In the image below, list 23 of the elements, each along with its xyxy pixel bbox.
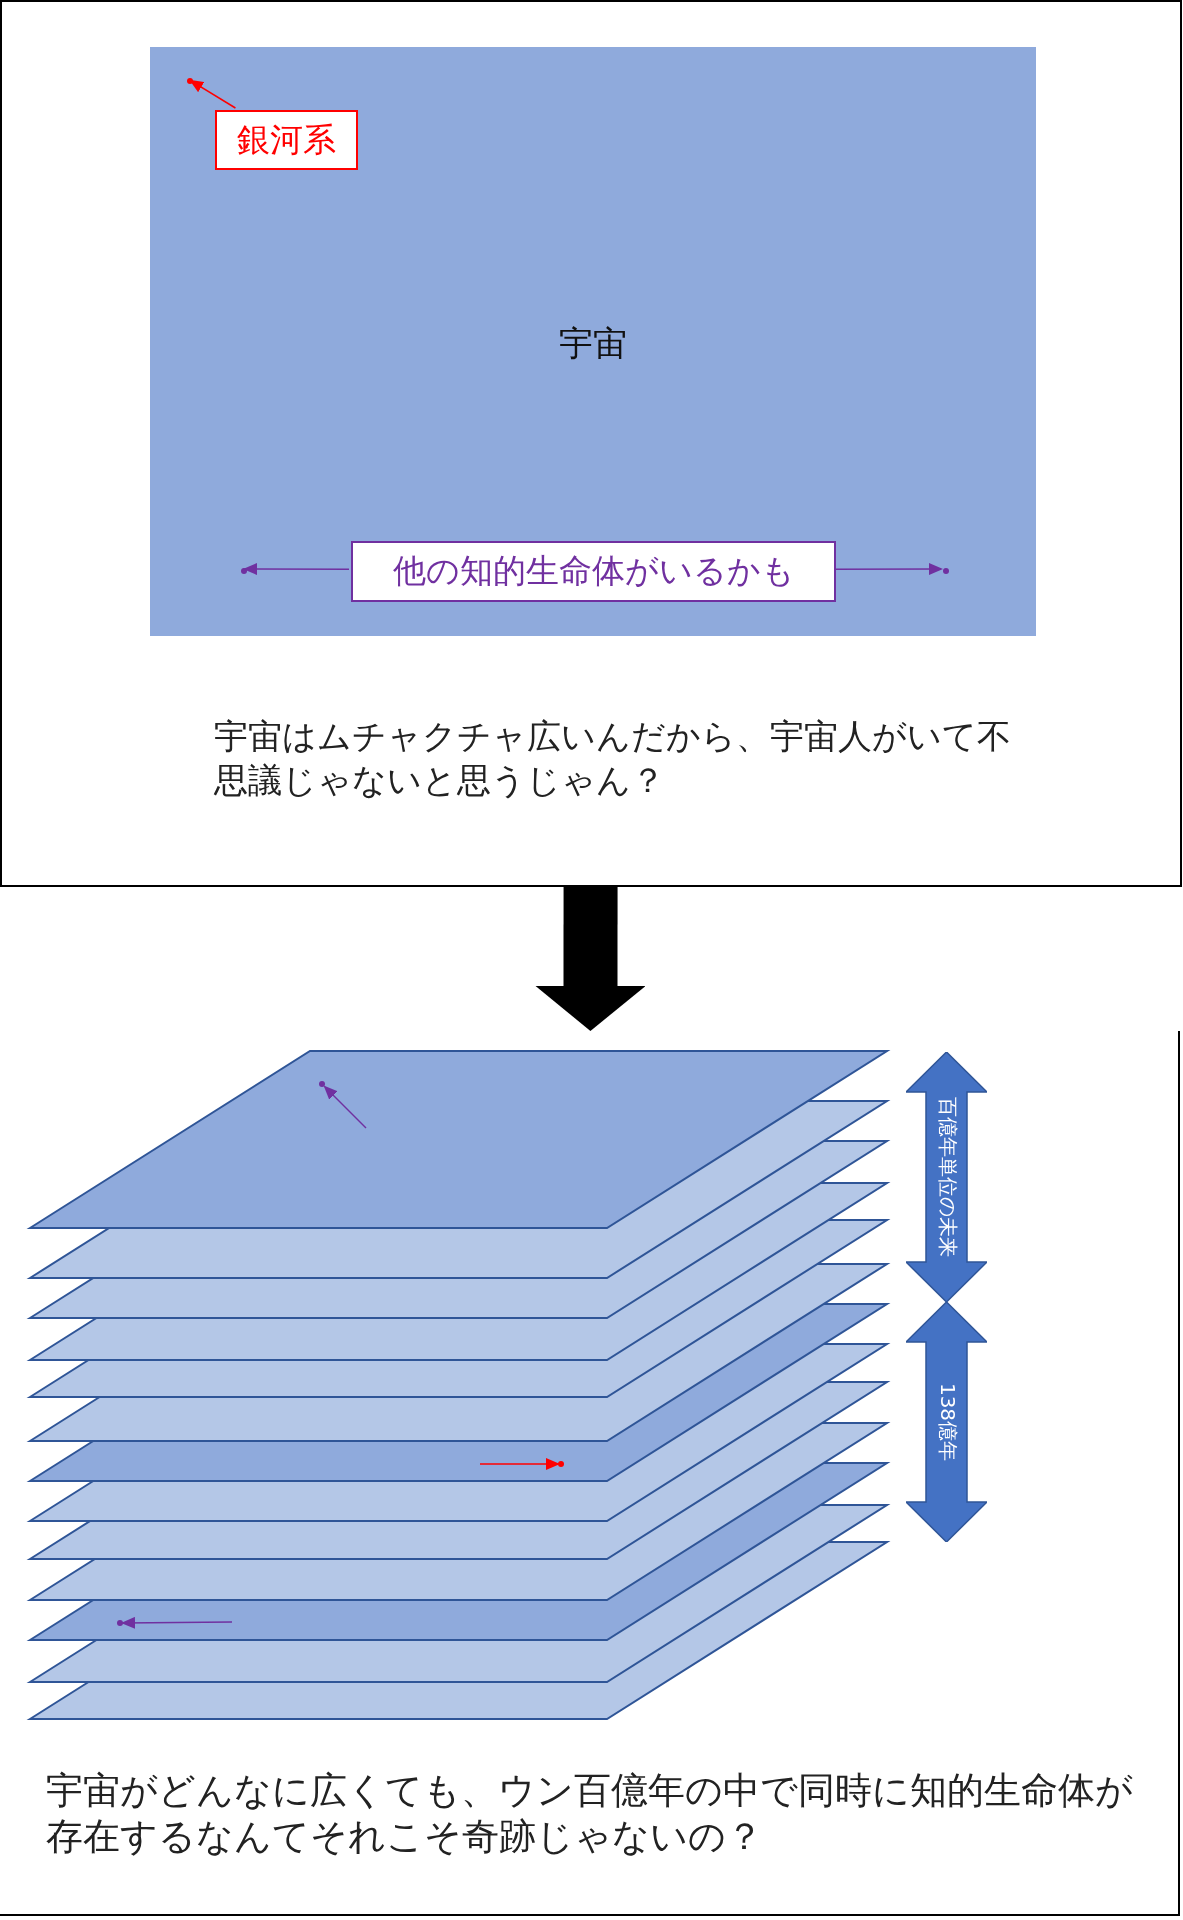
- arrow: [833, 563, 943, 575]
- arrow: [121, 1616, 233, 1629]
- down-arrow: [535, 887, 646, 1031]
- arrow: [243, 563, 350, 575]
- time-span-label: 百億年単位の未来: [934, 1097, 960, 1257]
- caption-text: 宇宙がどんなに広くても、ウン百億年の中で同時に知的生命体が存在するなんてそれこそ奇跡じゃないの？: [46, 1768, 1134, 1861]
- dot: [558, 1461, 564, 1467]
- top-panel: [0, 0, 1182, 887]
- universe-label: 宇宙: [558, 322, 628, 365]
- label-box: 銀河系: [215, 110, 358, 170]
- arrow: [189, 79, 237, 109]
- dot: [187, 78, 193, 84]
- arrow: [479, 1458, 560, 1470]
- dot: [241, 568, 247, 574]
- label-box: 他の知的生命体がいるかも: [351, 541, 836, 602]
- time-span-label: 138億年: [934, 1382, 960, 1462]
- bottom-panel: [0, 1031, 1180, 1916]
- caption-text: 宇宙はムチャクチャ広いんだから、宇宙人がいて不思議じゃないと思うじゃん？: [214, 715, 1012, 803]
- dot: [943, 568, 949, 574]
- dot: [319, 1081, 325, 1087]
- universe-rectangle: [150, 47, 1036, 636]
- dot: [117, 1620, 123, 1626]
- arrow: [323, 1085, 367, 1129]
